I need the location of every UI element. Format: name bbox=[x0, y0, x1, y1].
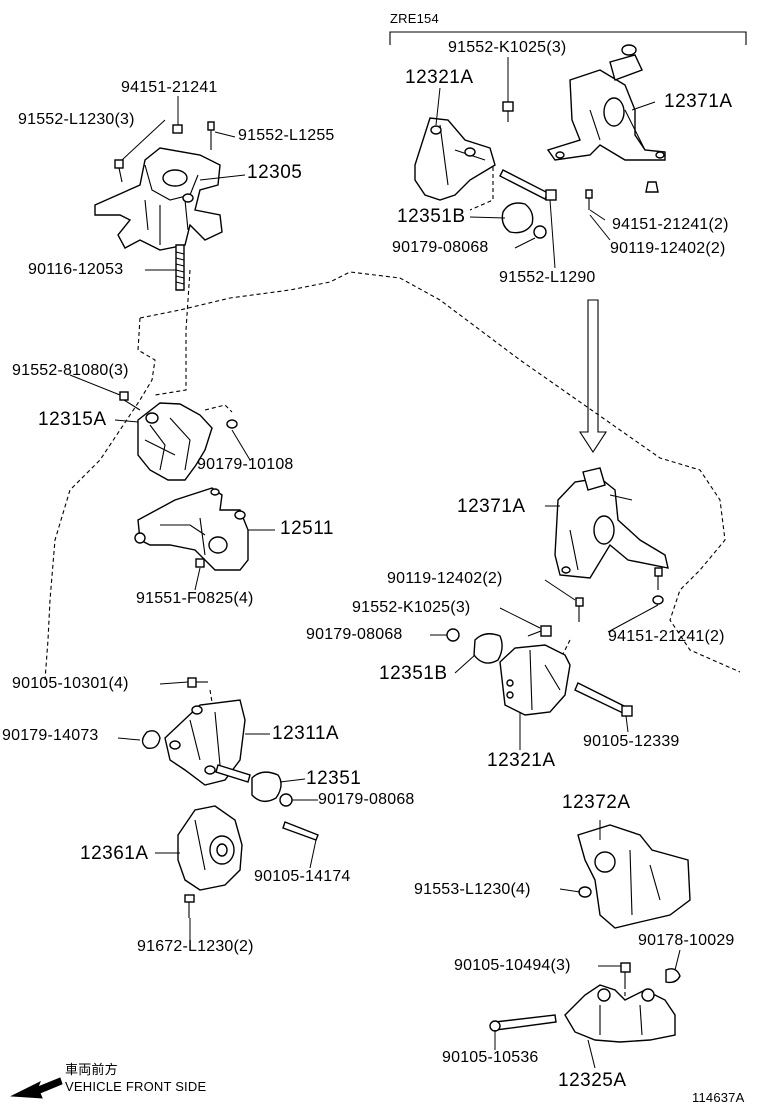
part-label-91552-L1255: 91552-L1255 bbox=[238, 127, 335, 144]
part-label-90178-10029: 90178-10029 bbox=[638, 932, 735, 949]
part-label-12311A: 12311A bbox=[272, 723, 340, 744]
model-bracket-line bbox=[389, 31, 747, 45]
part-label-90105-10301-4: 90105-10301(4) bbox=[12, 675, 129, 692]
part-label-94151-21241-2-b: 94151-21241(2) bbox=[608, 628, 725, 645]
bracket-12321A-mid-drawing bbox=[446, 625, 633, 717]
part-label-12361A: 12361A bbox=[80, 843, 149, 864]
part-label-91553-L1230-4: 91553-L1230(4) bbox=[414, 881, 531, 898]
part-label-12325A: 12325A bbox=[558, 1070, 627, 1091]
part-label-90179-14073: 90179-14073 bbox=[2, 727, 99, 744]
part-label-12321A-a: 12321A bbox=[405, 67, 474, 88]
part-label-12351: 12351 bbox=[306, 768, 362, 789]
part-label-90179-08068-a: 90179-08068 bbox=[318, 791, 415, 808]
bracket-12511-drawing bbox=[134, 487, 249, 571]
direction-label-japanese: 車両前方 bbox=[65, 1062, 118, 1077]
part-label-12371A-a: 12371A bbox=[664, 91, 733, 112]
part-label-12351B-b: 12351B bbox=[379, 663, 448, 684]
model-label: ZRE154 bbox=[390, 11, 439, 26]
vehicle-front-arrow-icon bbox=[10, 1077, 63, 1099]
part-label-90179-08068-b: 90179-08068 bbox=[392, 239, 489, 256]
mount-12371A-top-drawing bbox=[546, 44, 666, 210]
part-label-12351B-a: 12351B bbox=[397, 206, 466, 227]
part-label-94151-21241: 94151-21241 bbox=[121, 79, 218, 96]
part-label-12321A-b: 12321A bbox=[487, 750, 556, 771]
part-label-90116-12053: 90116-12053 bbox=[28, 261, 124, 278]
mount-12371A-mid-drawing bbox=[554, 467, 669, 622]
part-label-12511: 12511 bbox=[280, 518, 334, 539]
bracket-12315A-drawing bbox=[119, 391, 238, 481]
part-label-90119-12402-2-b: 90119-12402(2) bbox=[387, 570, 503, 587]
down-arrow bbox=[578, 299, 608, 454]
leader-lines bbox=[69, 57, 681, 1069]
part-label-12372A: 12372A bbox=[562, 792, 631, 813]
mount-12361A-drawing bbox=[177, 805, 319, 918]
part-label-91552-81080-3: 91552-81080(3) bbox=[12, 362, 129, 379]
part-label-90119-12402-2-a: 90119-12402(2) bbox=[610, 240, 726, 257]
part-label-91672-L1230-2: 91672-L1230(2) bbox=[137, 938, 254, 955]
part-label-91552-L1290: 91552-L1290 bbox=[499, 269, 596, 286]
part-label-91552-K1025-3-b: 91552-K1025(3) bbox=[352, 599, 471, 616]
part-label-90179-10108: 90179-10108 bbox=[197, 456, 294, 473]
bracket-12372A-drawing bbox=[577, 824, 691, 929]
part-label-90105-14174: 90105-14174 bbox=[254, 868, 351, 885]
part-label-12305: 12305 bbox=[247, 162, 303, 183]
part-label-91552-L1230-3: 91552-L1230(3) bbox=[18, 111, 135, 128]
part-label-90105-10536: 90105-10536 bbox=[442, 1049, 539, 1066]
part-label-90105-10494-3: 90105-10494(3) bbox=[454, 957, 571, 974]
part-label-12371A-b: 12371A bbox=[457, 496, 526, 517]
bracket-12325A-drawing bbox=[489, 962, 681, 1043]
part-label-90105-12339: 90105-12339 bbox=[583, 733, 680, 750]
part-label-12315A: 12315A bbox=[38, 409, 107, 430]
part-label-94151-21241-2-a: 94151-21241(2) bbox=[612, 216, 729, 233]
bracket-12321A-top-drawing bbox=[414, 101, 557, 239]
part-label-90179-08068-c: 90179-08068 bbox=[306, 626, 403, 643]
direction-label-english: VEHICLE FRONT SIDE bbox=[65, 1079, 207, 1094]
figure-id: 114637A bbox=[692, 1090, 745, 1105]
bracket-12311A-drawing bbox=[141, 677, 293, 807]
part-label-91551-F0825-4: 91551-F0825(4) bbox=[136, 590, 254, 607]
part-label-91552-K1025-3-a: 91552-K1025(3) bbox=[448, 39, 567, 56]
mount-12305-drawing bbox=[94, 121, 223, 291]
